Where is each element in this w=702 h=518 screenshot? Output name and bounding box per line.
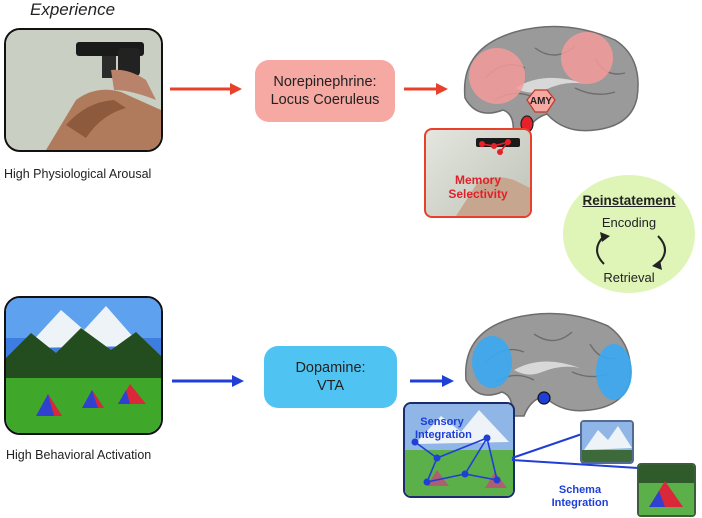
- arrow-to-top-brain: [404, 82, 448, 96]
- bottom-brain: [458, 306, 636, 426]
- reinstatement-title: Reinstatement: [582, 193, 676, 208]
- arousal-caption: High Physiological Arousal: [4, 167, 152, 181]
- dopamine-label: Dopamine: VTA: [295, 359, 366, 394]
- mountain-thumbnail: [580, 420, 634, 464]
- camping-photo: [4, 296, 163, 435]
- top-brain: AMY: [455, 18, 645, 148]
- experience-heading: Experience: [30, 0, 116, 19]
- tent-thumbnail: [637, 463, 696, 517]
- gun-hand-illustration: [6, 30, 161, 150]
- memory-selectivity-inset: Memory Selectivity: [424, 128, 532, 218]
- reinstatement-cycle-arrows: [588, 230, 674, 277]
- encoding-label: Encoding: [601, 215, 657, 230]
- activation-caption: High Behavioral Activation: [6, 448, 152, 462]
- norepinephrine-label: Norepinephrine: Locus Coeruleus: [270, 73, 380, 108]
- arrow-to-bottom-brain: [410, 374, 454, 388]
- gun-photo: [4, 28, 163, 152]
- dopamine-box: Dopamine: VTA: [264, 346, 397, 408]
- sensory-integration-label: Sensory Integration: [415, 416, 472, 441]
- amy-label: AMY: [530, 96, 553, 107]
- arrow-to-norepinephrine: [170, 82, 242, 96]
- arrow-to-dopamine: [172, 374, 244, 388]
- memory-selectivity-label: Memory Selectivity: [448, 173, 508, 201]
- sensory-integration-inset: Sensory Integration: [403, 402, 515, 498]
- schema-connector-lines: [508, 420, 648, 495]
- retrieval-label: Retrieval: [603, 270, 655, 285]
- norepinephrine-box: Norepinephrine: Locus Coeruleus: [255, 60, 395, 122]
- schema-integration-label: Schema Integration: [551, 484, 609, 509]
- reinstatement-circle: [563, 175, 695, 293]
